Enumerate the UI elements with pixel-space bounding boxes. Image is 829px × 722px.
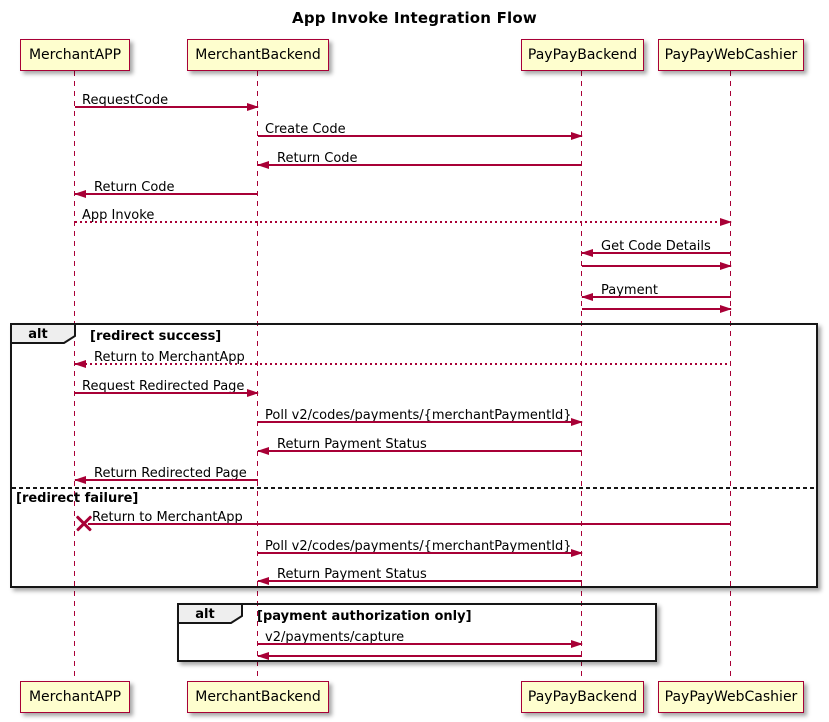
arrow-line	[258, 548, 583, 557]
message-label: App Invoke	[82, 208, 155, 223]
arrowhead-left-icon	[581, 292, 593, 301]
arrowhead-right-icon	[571, 131, 583, 140]
arrowhead-left-icon	[74, 475, 86, 484]
arrow-line	[75, 102, 259, 111]
arrowhead-right-icon	[720, 217, 732, 226]
arrowhead-left-icon	[257, 446, 269, 455]
participant-paypaybackend-top: PayPayBackend	[521, 39, 644, 71]
message-get-code-details: Get Code Details	[581, 235, 731, 257]
message-label: Poll v2/codes/payments/{merchantPaymentI…	[265, 408, 572, 423]
arrow-line	[582, 261, 732, 270]
alt-frame-inner: alt [payment authorization only]	[177, 603, 657, 662]
alt-keyword: alt	[28, 327, 48, 342]
arrowhead-right-icon	[571, 639, 583, 648]
participant-merchantapp-bottom: MerchantAPP	[20, 681, 130, 713]
message-return-redirected-page: Return Redirected Page	[74, 462, 258, 484]
arrow-line	[257, 446, 582, 455]
message-payments-capture: v2/payments/capture	[258, 626, 583, 648]
arrowhead-left-icon	[74, 359, 86, 368]
arrowhead-right-icon	[720, 261, 732, 270]
arrowhead-right-icon	[571, 417, 583, 426]
message-poll-payments-failure: Poll v2/codes/payments/{merchantPaymentI…	[258, 535, 583, 557]
participant-merchantapp-top: MerchantAPP	[20, 39, 130, 71]
condition-redirect-failure: [redirect failure]	[16, 491, 139, 506]
alt-else-divider	[12, 487, 816, 489]
arrowhead-left-icon	[257, 160, 269, 169]
arrowhead-right-icon	[571, 548, 583, 557]
message-label: Return Code	[277, 151, 358, 166]
message-app-invoke: App Invoke	[75, 204, 732, 226]
lifeline-paypaywebcashier	[730, 71, 732, 681]
message-return-to-merchantapp-failure: Return to MerchantApp	[88, 506, 731, 525]
lifeline-merchantapp	[74, 71, 76, 681]
message-payment: Payment	[581, 279, 731, 301]
arrow-line	[74, 189, 258, 198]
arrowhead-right-icon	[247, 388, 259, 397]
message-poll-payments-success: Poll v2/codes/payments/{merchantPaymentI…	[258, 404, 583, 426]
message-label: Get Code Details	[601, 239, 711, 254]
message-label: Return Redirected Page	[94, 466, 247, 481]
arrowhead-left-icon	[257, 576, 269, 585]
message-label: Poll v2/codes/payments/{merchantPaymentI…	[265, 539, 572, 554]
arrow-line	[581, 248, 731, 257]
message-label: Request Redirected Page	[82, 379, 245, 394]
message-label: Payment	[601, 283, 658, 298]
message-label: Return Payment Status	[277, 567, 427, 582]
arrow-line	[258, 131, 583, 140]
arrow-line	[582, 304, 732, 313]
arrow-line	[75, 217, 732, 226]
message-label: Return Payment Status	[277, 437, 427, 452]
arrow-line	[258, 417, 583, 426]
arrow-line	[88, 523, 731, 525]
arrow-line	[257, 576, 582, 585]
condition-payment-authorization-only: [payment authorization only]	[257, 609, 472, 624]
participant-merchantbackend-top: MerchantBackend	[187, 39, 329, 71]
message-label: Return to MerchantApp	[94, 350, 245, 365]
arrow-line	[581, 292, 731, 301]
message-return-to-merchantapp-success: Return to MerchantApp	[74, 346, 731, 368]
alt-frame-outer: alt [redirect success] [redirect failure…	[10, 323, 818, 588]
message-label: Return to MerchantApp	[92, 510, 243, 525]
message-create-code: Create Code	[258, 118, 583, 140]
arrowhead-left-icon	[74, 189, 86, 198]
alt-header-pentagon	[10, 323, 76, 344]
message-label: Return Code	[94, 180, 175, 195]
alt-keyword: alt	[195, 607, 215, 622]
arrow-line	[74, 475, 258, 484]
message-return-payment-status-success: Return Payment Status	[257, 433, 582, 455]
arrowhead-right-icon	[720, 304, 732, 313]
message-return-payment-status-failure: Return Payment Status	[257, 563, 582, 585]
arrow-line	[75, 388, 259, 397]
message-label: v2/payments/capture	[265, 630, 405, 645]
arrowhead-left-icon	[581, 248, 593, 257]
message-request-code: RequestCode	[75, 89, 259, 111]
participant-paypaywebcashier-top: PayPayWebCashier	[658, 39, 804, 71]
arrow-line	[257, 160, 582, 169]
lifeline-paypaybackend	[581, 71, 583, 681]
lifeline-merchantbackend	[257, 71, 259, 681]
message-return-code-backend: Return Code	[257, 147, 582, 169]
participant-merchantbackend-bottom: MerchantBackend	[187, 681, 329, 713]
arrow-line	[258, 639, 583, 648]
participant-paypaywebcashier-bottom: PayPayWebCashier	[658, 681, 804, 713]
message-label: Create Code	[265, 122, 346, 137]
message-label: RequestCode	[82, 93, 169, 108]
alt-header-pentagon	[177, 603, 243, 624]
message-request-redirected-page: Request Redirected Page	[75, 375, 259, 397]
arrow-line	[257, 651, 582, 660]
diagram-title: App Invoke Integration Flow	[292, 9, 537, 27]
arrowhead-right-icon	[247, 102, 259, 111]
condition-redirect-success: [redirect success]	[90, 329, 222, 344]
arrowhead-left-icon	[257, 651, 269, 660]
participant-paypaybackend-bottom: PayPayBackend	[521, 681, 644, 713]
message-return-code-app: Return Code	[74, 176, 258, 198]
lost-message-x-icon	[75, 514, 93, 532]
arrow-line	[74, 359, 731, 368]
